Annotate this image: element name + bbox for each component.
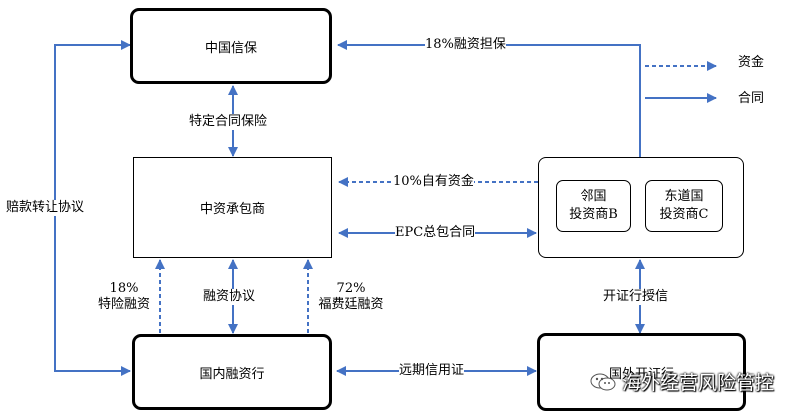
label-own-funds: 10%自有资金 [393, 174, 474, 190]
node-host-investor: 东道国 投资商C [645, 180, 723, 232]
node-foreign-bank: 国外开证行 [537, 333, 746, 411]
label-epc: EPC总包合同 [395, 225, 476, 241]
node-host-investor-label: 东道国 投资商C [659, 189, 709, 222]
node-sinosure: 中国信保 [130, 8, 332, 84]
label-financing-agreement: 融资协议 [203, 289, 256, 305]
node-domestic-bank-label: 国内融资行 [199, 366, 265, 382]
label-financing-guarantee: 18%融资担保 [425, 37, 506, 53]
label-lc-credit: 开证行授信 [603, 289, 669, 305]
legend-contract-label: 合同 [738, 91, 765, 107]
watermark: 海外经营风险管控 [590, 368, 774, 395]
legend-funds-label: 资金 [738, 55, 765, 71]
label-forfaiting: 72% 福费廷融资 [318, 281, 384, 312]
label-usance-lc: 远期信用证 [399, 363, 465, 379]
node-domestic-bank: 国内融资行 [132, 334, 332, 410]
edge-financing-guarantee [337, 40, 641, 158]
wechat-icon [590, 373, 616, 391]
node-contractor-label: 中资承包商 [199, 202, 265, 217]
watermark-text: 海外经营风险管控 [622, 372, 775, 394]
label-premium-financing: 18% 特险融资 [97, 281, 150, 312]
node-neighbor-investor: 邻国 投资商B [556, 180, 631, 232]
node-contractor: 中资承包商 [133, 157, 332, 258]
node-sinosure-label: 中国信保 [204, 40, 257, 56]
node-foreign-bank-label: 国外开证行 [608, 366, 674, 382]
label-special-insurance: 特定合同保险 [189, 114, 268, 130]
node-neighbor-investor-label: 邻国 投资商B [569, 189, 618, 222]
label-claim-transfer: 赔款转让协议 [6, 200, 85, 216]
